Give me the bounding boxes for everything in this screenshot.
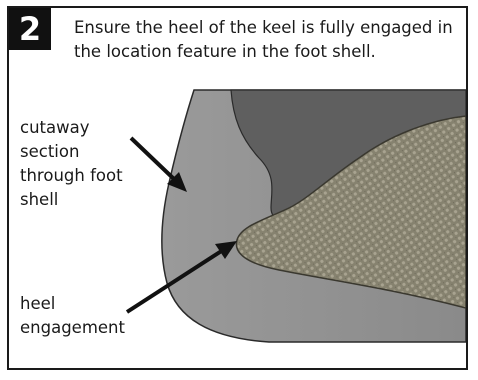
step-instruction: Ensure the heel of the keel is fully eng… xyxy=(74,16,454,64)
callout-cutaway-label: cutaway section through foot shell xyxy=(20,116,130,212)
callout-heel-label: heel engagement xyxy=(20,292,150,340)
instruction-panel: 2 Ensure the heel of the keel is fully e… xyxy=(7,6,468,370)
step-number-badge: 2 xyxy=(9,8,51,50)
